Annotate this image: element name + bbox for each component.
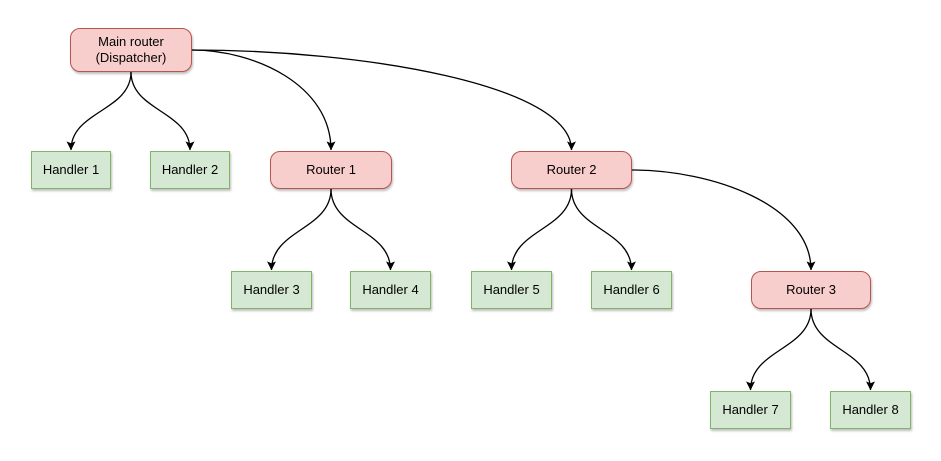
node-main-router: Main router (Dispatcher): [70, 28, 192, 72]
edge-router-1-to-handler-4: [330, 188, 395, 271]
node-label: Handler 8: [842, 402, 899, 417]
node-label: Handler 1: [42, 162, 100, 177]
node-router-3: Router 3: [751, 271, 871, 309]
node-label: Handler 6: [603, 282, 660, 297]
edge-router-3-to-handler-7: [746, 308, 812, 391]
node-handler-6: Handler 6: [591, 271, 672, 309]
edge-router-2-to-handler-5: [507, 188, 573, 271]
node-label: Router 2: [546, 162, 597, 177]
node-label: Handler 5: [483, 282, 540, 297]
node-handler-4: Handler 4: [350, 271, 431, 309]
node-handler-1: Handler 1: [31, 151, 111, 189]
node-label: Router 1: [306, 162, 356, 177]
edge-router-3-to-handler-8: [810, 308, 875, 391]
edge-router-2-to-router-3: [631, 169, 816, 271]
node-router-1: Router 1: [270, 151, 392, 189]
node-handler-3: Handler 3: [231, 271, 312, 309]
node-handler-8: Handler 8: [830, 391, 911, 429]
node-label: Main router (Dispatcher): [95, 34, 167, 65]
edge-main-router-to-handler-2: [130, 71, 195, 151]
node-router-2: Router 2: [511, 151, 632, 189]
edge-router-2-to-handler-6: [570, 188, 636, 271]
node-handler-2: Handler 2: [150, 151, 230, 189]
node-handler-7: Handler 7: [710, 391, 791, 429]
edge-main-router-to-router-2: [191, 49, 576, 151]
edge-main-router-to-handler-1: [66, 71, 132, 151]
node-label: Handler 2: [161, 162, 219, 177]
node-label: Handler 3: [243, 282, 300, 297]
node-label: Router 3: [786, 282, 836, 297]
node-label: Handler 4: [362, 282, 419, 297]
node-label: Handler 7: [722, 402, 779, 417]
edge-router-1-to-handler-3: [267, 188, 332, 271]
node-handler-5: Handler 5: [471, 271, 552, 309]
edge-main-router-to-router-1: [191, 49, 336, 151]
